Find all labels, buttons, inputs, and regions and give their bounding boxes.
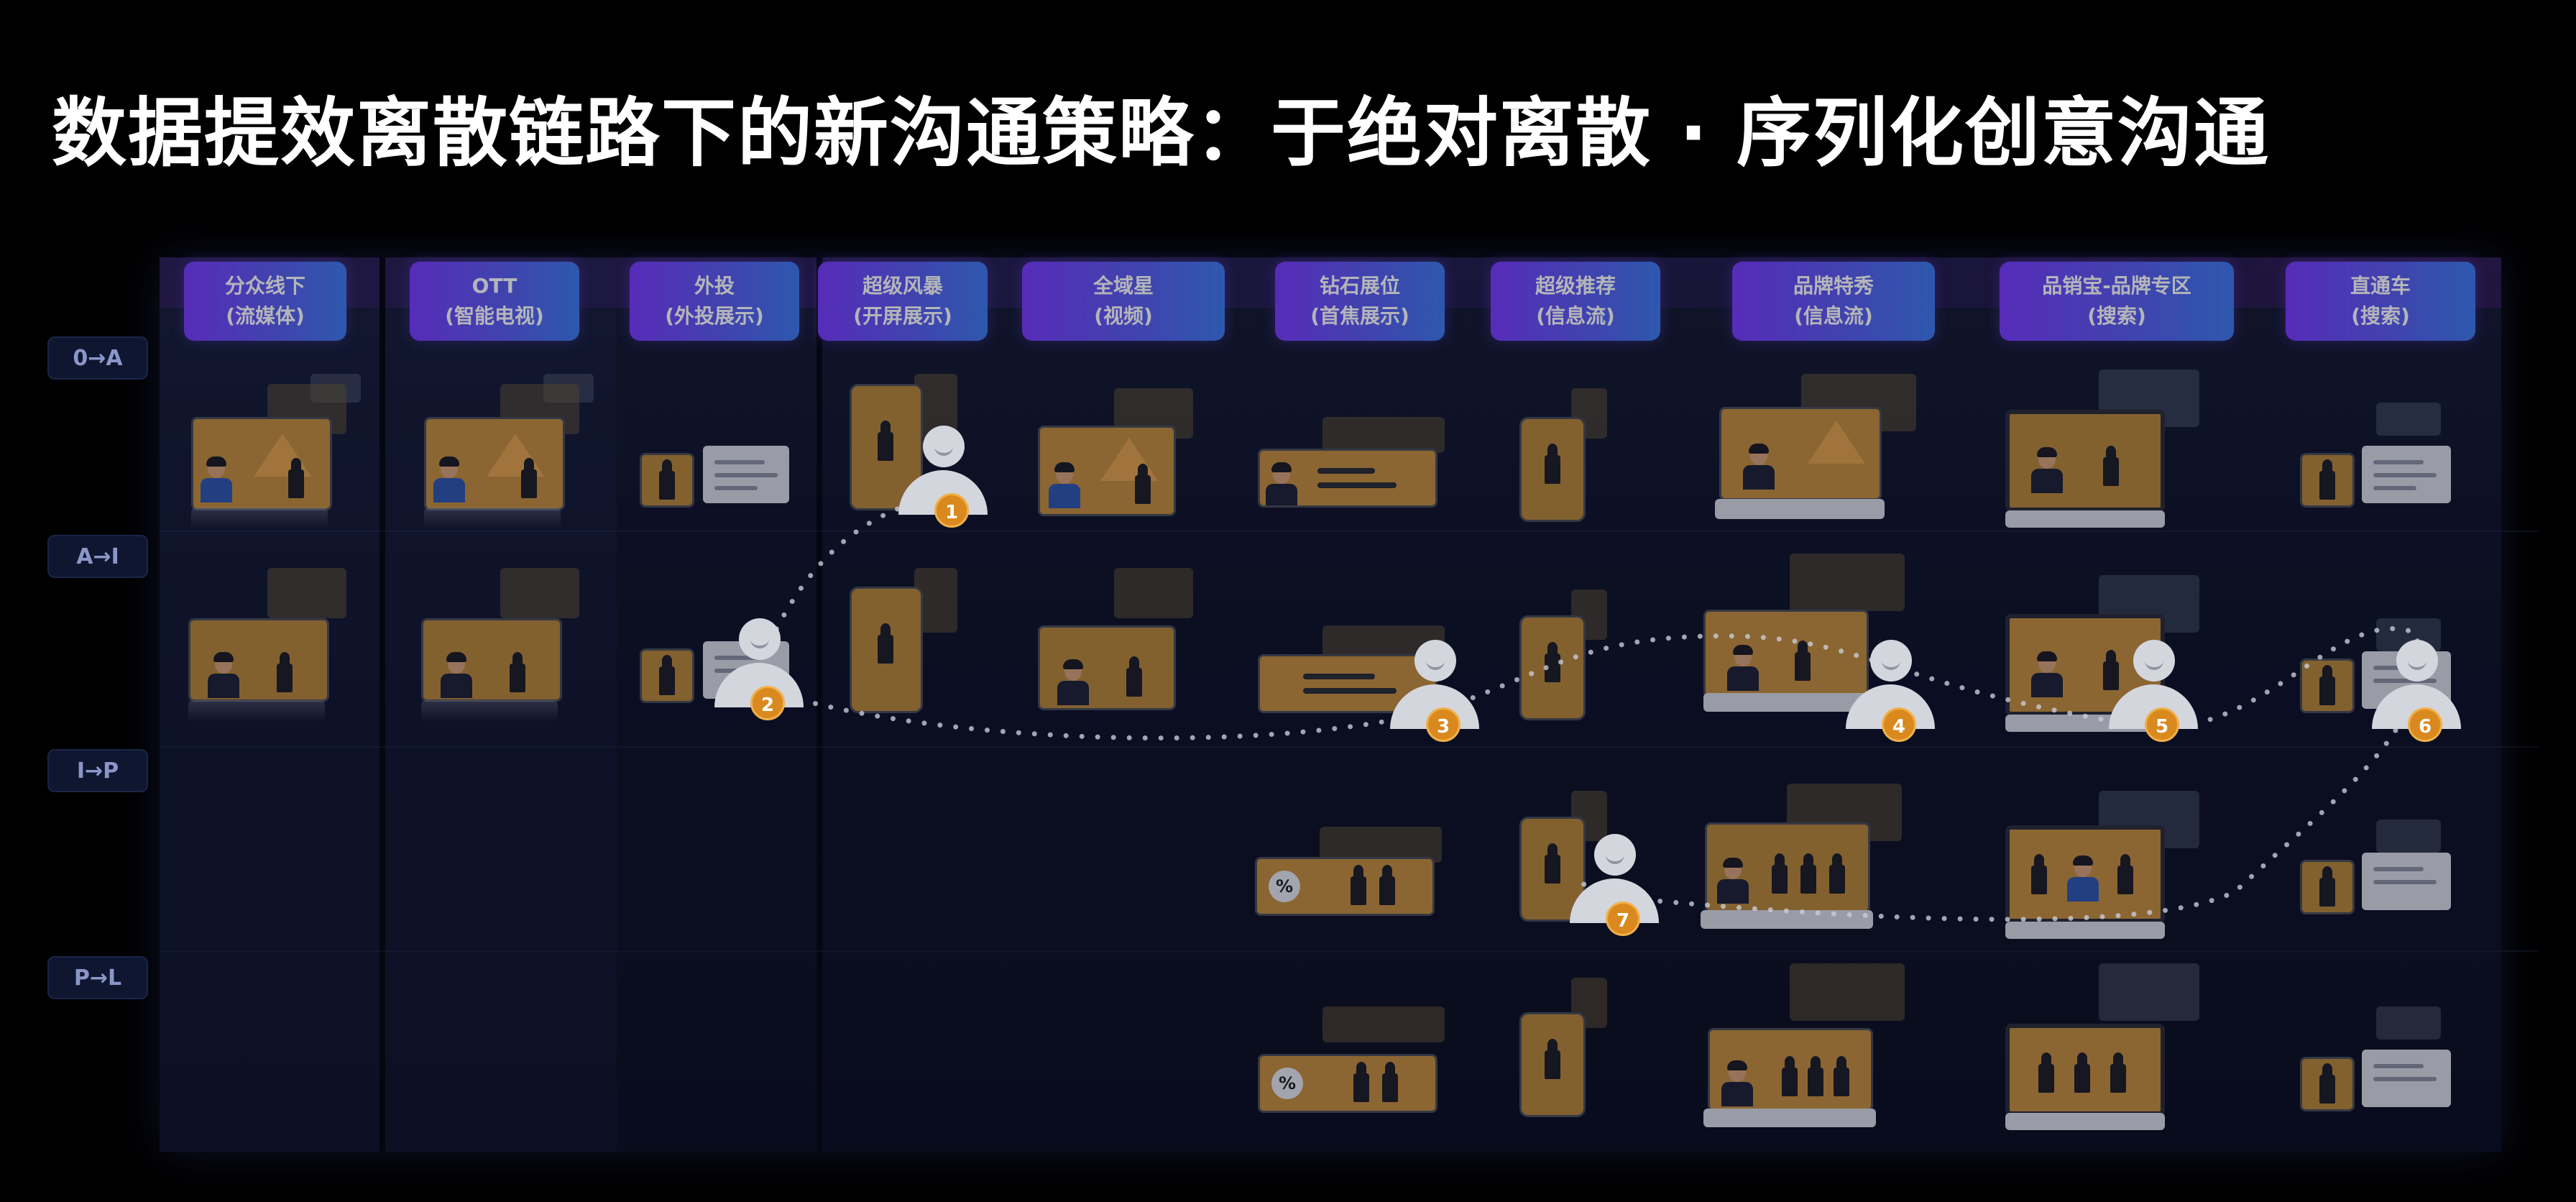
- consumer-avatar: 1: [898, 426, 988, 515]
- step-number-badge: 2: [750, 686, 785, 720]
- step-number-badge: 3: [1426, 707, 1460, 742]
- step-number-badge: 6: [2408, 707, 2442, 742]
- consumer-avatar: 4: [1846, 640, 1935, 729]
- consumer-avatar: 6: [2372, 640, 2461, 729]
- consumer-avatar: 2: [714, 618, 804, 707]
- step-number-badge: 7: [1606, 902, 1640, 936]
- step-number-badge: 5: [2145, 707, 2179, 742]
- consumer-avatar: 5: [2109, 640, 2198, 729]
- consumer-avatar: 3: [1390, 640, 1479, 729]
- consumer-avatar: 7: [1570, 834, 1659, 923]
- step-number-badge: 4: [1882, 707, 1916, 742]
- step-number-badge: 1: [934, 493, 969, 528]
